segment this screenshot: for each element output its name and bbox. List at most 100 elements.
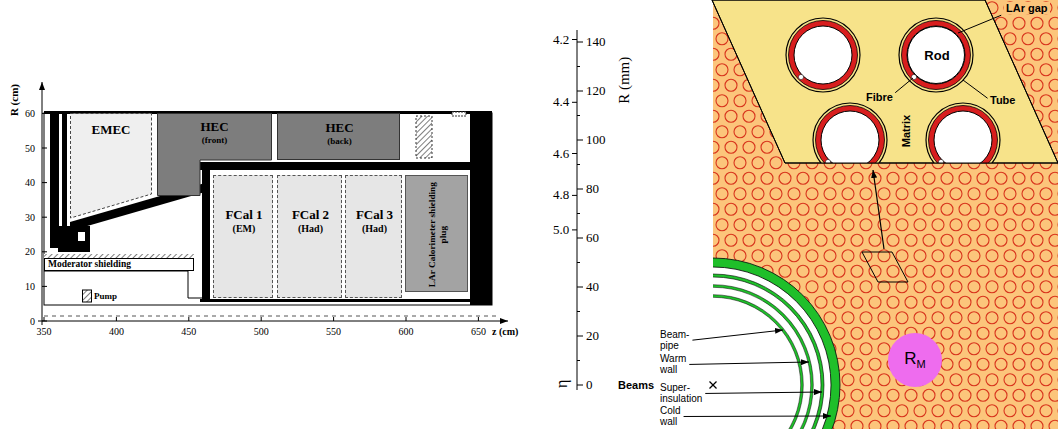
axis-tick bbox=[572, 39, 577, 40]
axis-tick bbox=[478, 317, 479, 321]
super-insulation-ring bbox=[713, 276, 823, 429]
part-label: Fibre bbox=[866, 91, 893, 103]
axis-tick bbox=[188, 317, 189, 321]
region-name: Pump bbox=[94, 290, 117, 302]
shielding-plug: LAr Calorimeter shielding plug bbox=[405, 175, 468, 292]
ring-edge bbox=[713, 295, 803, 429]
beam-hole bbox=[713, 258, 840, 429]
axis-tick bbox=[261, 317, 262, 321]
fcal-module-text-block: FCal 2(Had) bbox=[278, 208, 343, 234]
axis-tick bbox=[577, 189, 583, 190]
tick-value: 600 bbox=[399, 326, 414, 337]
moliere-radius-disc: RM bbox=[888, 333, 942, 387]
electrode-cells bbox=[786, 18, 1000, 177]
leader-line bbox=[958, 15, 1001, 33]
cross-stroke bbox=[710, 382, 717, 389]
back-wall bbox=[470, 113, 492, 305]
front-wall bbox=[50, 113, 59, 248]
pump-symbol bbox=[82, 289, 94, 303]
support-notch bbox=[78, 232, 85, 241]
zoom-arrow bbox=[873, 170, 884, 249]
tube bbox=[786, 18, 860, 92]
tick-value: 350 bbox=[37, 326, 52, 337]
r-axis bbox=[42, 82, 43, 325]
tube bbox=[813, 103, 887, 177]
axis-tick bbox=[406, 317, 407, 321]
ring-edge bbox=[713, 277, 821, 429]
axis-tick bbox=[116, 317, 117, 321]
part-label: Beam- pipe bbox=[660, 330, 689, 351]
tick-value: 4.6 bbox=[553, 147, 569, 161]
leader-line bbox=[963, 80, 988, 98]
tick-value: 120 bbox=[586, 84, 606, 98]
tick-value: 450 bbox=[181, 326, 196, 337]
axis-tick bbox=[572, 195, 577, 196]
emec-support bbox=[58, 226, 90, 252]
minor-tick bbox=[577, 115, 580, 116]
beam-cross bbox=[710, 382, 717, 389]
hec-back-region: HEC(back) bbox=[277, 113, 400, 160]
part-label: Matrix bbox=[900, 115, 912, 147]
fcal-module: FCal 2(Had) bbox=[277, 175, 342, 298]
beam-axis bbox=[44, 316, 498, 317]
tick-value: 4.4 bbox=[553, 95, 569, 109]
hec-front-region-text-block: HEC(front) bbox=[157, 120, 272, 145]
part-label: Tube bbox=[990, 94, 1015, 106]
service-box bbox=[452, 112, 466, 116]
tick-value: 5.0 bbox=[553, 223, 569, 237]
axis-tick bbox=[572, 153, 577, 154]
z-axis bbox=[38, 321, 508, 322]
rod bbox=[821, 111, 879, 169]
tick-value: 40 bbox=[25, 177, 35, 188]
tick-value: 0 bbox=[586, 378, 593, 392]
tick-value: 100 bbox=[586, 133, 606, 147]
tube bbox=[926, 103, 1000, 177]
tick-value: 650 bbox=[471, 326, 486, 337]
shielding-plug-text-block: LAr Calorimeter shielding plug bbox=[427, 182, 448, 287]
region-name: FCal 3 bbox=[356, 208, 393, 223]
axis-tick bbox=[577, 91, 583, 92]
axis-tick bbox=[577, 238, 583, 239]
region-name: EMEC bbox=[92, 123, 131, 138]
minor-tick bbox=[577, 360, 580, 361]
ring-edge bbox=[713, 285, 813, 429]
moderator-shielding: Moderator shielding bbox=[44, 258, 194, 271]
fibre bbox=[938, 159, 943, 164]
rod bbox=[934, 111, 992, 169]
minor-tick bbox=[577, 311, 580, 312]
tick-value: 30 bbox=[25, 212, 35, 223]
leader-line bbox=[705, 392, 822, 393]
part-label: Super- insulation bbox=[660, 383, 702, 404]
axis-title: η bbox=[553, 380, 571, 388]
emec-region: EMEC bbox=[70, 113, 152, 225]
region-note: (front) bbox=[202, 135, 227, 145]
tick-value: 500 bbox=[254, 326, 269, 337]
emec-region-text-block: EMEC bbox=[70, 123, 152, 138]
axis-tick bbox=[44, 317, 45, 321]
fcal-module-text-block: FCal 3(Had) bbox=[346, 208, 403, 234]
region-note: (Had) bbox=[362, 223, 387, 235]
fcal-cryostat-front bbox=[202, 162, 210, 300]
region-name: Moderator shielding bbox=[48, 259, 131, 270]
axis-tick bbox=[572, 229, 577, 230]
fcal-cryostat-bottom bbox=[200, 299, 492, 302]
warm-wall-ring bbox=[713, 286, 812, 429]
leader-line bbox=[895, 78, 913, 93]
rod-circle-text-block: Rod bbox=[908, 49, 966, 64]
region-name: R bbox=[904, 349, 916, 368]
leader-line bbox=[689, 362, 809, 364]
leader-line bbox=[684, 416, 831, 417]
fcal-module-text-block: FCal 1(EM) bbox=[214, 208, 274, 234]
rod bbox=[794, 26, 852, 84]
region-note: (Had) bbox=[298, 223, 323, 235]
part-label: LAr gap bbox=[1004, 2, 1050, 14]
axis-tick bbox=[572, 102, 577, 103]
region-name: FCal 2 bbox=[292, 208, 329, 223]
tick-value: 400 bbox=[109, 326, 124, 337]
axis-tick bbox=[42, 148, 47, 149]
fibre bbox=[798, 74, 803, 79]
tick-value: 4.2 bbox=[553, 33, 569, 47]
axis-tick bbox=[42, 182, 47, 183]
region-note: (back) bbox=[327, 136, 352, 146]
